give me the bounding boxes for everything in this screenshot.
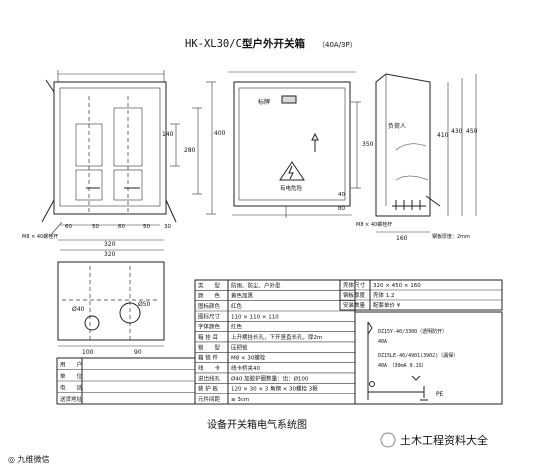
door-view: 标牌 有电危险 350 40 80 xyxy=(228,71,374,218)
label-nameplate: 标牌 xyxy=(258,98,270,106)
schematic-line4: 40A （30mA 0.1S） xyxy=(378,363,427,369)
dim-inner-h: 140 xyxy=(162,131,174,138)
side-view: 负荷人 M8 × 40螺栓杆 410 430 450 160 钢板厚度：2mm xyxy=(356,73,478,242)
title-spec: （40A/3P） xyxy=(318,41,357,49)
spec-key-7: 箱 锁 件 xyxy=(198,354,218,362)
spec-key-3: 图标尺寸 xyxy=(198,312,221,320)
dim-gap2: 50 xyxy=(92,224,99,230)
dim-side: 30 xyxy=(164,224,171,230)
spec-key-1: 颜 色 xyxy=(198,292,221,300)
electrical-schematic: DZ15Y-40/3300（透明防开） 40A DZ15LE-40/4901(3… xyxy=(354,311,503,405)
schematic-line1: DZ15Y-40/3300（透明防开） xyxy=(378,328,447,335)
side-bolt-label: M8 × 40螺栓杆 xyxy=(356,221,392,228)
spec-value-4: 红色 xyxy=(231,323,243,331)
dim-bottom-right: 90 xyxy=(134,349,142,356)
dim-gap1: 60 xyxy=(65,224,72,230)
breaker-contact-icon xyxy=(369,381,375,387)
watermark-left: ◎ 九维微信 xyxy=(8,454,50,464)
dim-hole-large: Ø50 xyxy=(138,301,151,308)
front-cabinet xyxy=(53,81,167,215)
client-key-2: 电 话 xyxy=(60,384,83,392)
title-name: 型户外开关箱 xyxy=(242,37,305,50)
spec-value-10: 120 × 30 × 3 角钢 × 30螺栓 3根 xyxy=(231,385,318,393)
spec-value-11: ≥ 3cm xyxy=(231,397,249,403)
shell-key-2: 安装数量 xyxy=(343,301,366,309)
dim-side-width: 160 xyxy=(396,235,408,242)
spec-value-0: 防雨、防尘、户外型 xyxy=(231,281,281,289)
dim-bottom-width: 320 xyxy=(104,251,116,258)
spec-key-4: 字体颜色 xyxy=(198,323,221,331)
spec-value-6: 压把锁 xyxy=(231,343,248,351)
danger-triangle-icon xyxy=(279,161,305,181)
spec-value-2: 红色 xyxy=(231,302,243,310)
client-key-0: 用 户 xyxy=(60,361,82,369)
shell-value-2: 配套单价 ¥ xyxy=(373,301,401,309)
bottom-plate xyxy=(57,261,165,341)
client-key-3: 送货地址 xyxy=(60,395,83,403)
spec-key-6: 锁 型 xyxy=(198,343,221,351)
shell-value-0: 320 × 450 × 160 xyxy=(373,283,421,289)
spec-value-3: 110 × 110 × 110 xyxy=(231,314,279,320)
label-danger: 有电危险 xyxy=(280,184,303,192)
spec-key-11: 元件间距 xyxy=(198,395,221,403)
spec-value-5: 上开横挂长孔，下开竖直长孔，厚2m xyxy=(231,333,322,341)
title-model: HK-XL30/C xyxy=(185,38,242,50)
cable-hole-small xyxy=(84,315,100,331)
front-view: 140 280 400 60 50 60 50 30 M8 × 40螺栓杆 32… xyxy=(22,70,226,248)
lightning-icon xyxy=(288,165,294,180)
schematic-pe: PE xyxy=(436,391,444,398)
dim-door-small: 40 xyxy=(338,192,345,198)
schematic-line3: DZ15LE-40/4901(3902)（漏保） xyxy=(378,352,458,359)
spec-key-8: 线 卡 xyxy=(198,364,221,372)
shell-key-0: 壳体尺寸 xyxy=(343,281,366,289)
dim-front-width: 320 xyxy=(104,241,116,248)
dim-gap4: 50 xyxy=(143,224,150,230)
front-bolt-label: M8 × 40螺栓杆 xyxy=(22,233,58,240)
dim-inner-v: 280 xyxy=(184,147,196,154)
client-key-1: 单 位 xyxy=(60,372,83,380)
shell-key-1: 钢板厚度 xyxy=(343,291,366,299)
label-load: 负荷人 xyxy=(388,122,406,130)
dim-door-height: 350 xyxy=(362,141,374,148)
dim-front-height: 400 xyxy=(214,130,226,137)
spec-value-9: Ø40 加胶护圈数量：出：Ø100 xyxy=(231,374,309,382)
dim-bottom-left: 100 xyxy=(82,349,94,356)
spec-value-7: M8 × 30螺栓 xyxy=(231,354,266,362)
wechat-logo-icon xyxy=(380,432,396,448)
caption: 设备开关箱电气系统图 xyxy=(207,418,307,431)
side-wall-label: 钢板厚度：2mm xyxy=(432,233,470,240)
dim-side-h3: 450 xyxy=(466,128,478,135)
dim-side-h2: 430 xyxy=(451,128,463,135)
bottom-view: 320 Ø40 Ø50 100 90 xyxy=(57,249,165,356)
dim-hole-small: Ø40 xyxy=(72,306,85,313)
dim-side-h1: 410 xyxy=(437,132,449,139)
nameplate-marker xyxy=(281,95,297,104)
spec-value-1: 黄色加黑 xyxy=(231,292,254,300)
schematic-line2: 40A xyxy=(378,339,387,345)
spec-key-10: 装 护 板 xyxy=(198,385,218,393)
spec-key-5: 箱 挂 耳 xyxy=(198,333,218,341)
watermark-right: 土木工程资料大全 xyxy=(400,433,488,447)
shell-value-1: 壳体 1.2 xyxy=(373,291,395,299)
dim-door-bottom: 80 xyxy=(338,206,345,212)
cable-hole-large xyxy=(119,302,141,324)
side-cabinet xyxy=(375,73,431,217)
spec-key-9: 进出线孔 xyxy=(198,374,221,382)
spec-key-2: 图标颜色 xyxy=(198,302,221,310)
output-arrow-icon xyxy=(411,375,421,381)
spec-value-8: 线卡桥夹40 xyxy=(231,364,260,372)
dim-gap3: 60 xyxy=(118,224,125,230)
spec-key-0: 类 型 xyxy=(198,281,221,289)
